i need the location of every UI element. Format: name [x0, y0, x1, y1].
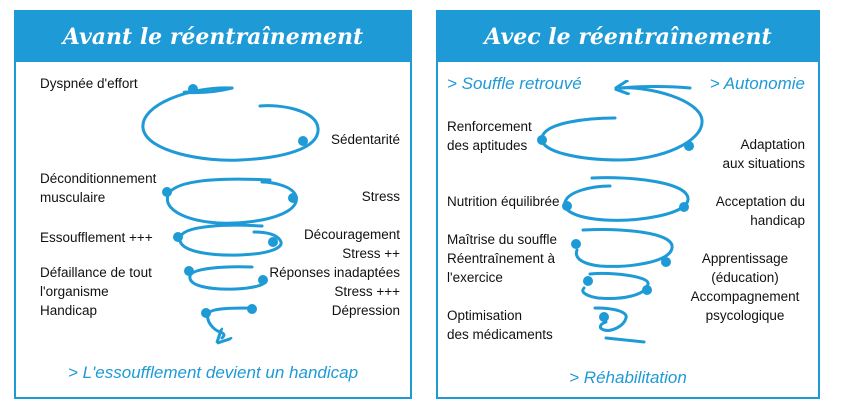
label-optimisation: Optimisation des médicaments — [447, 306, 553, 344]
panel-after: Avec le réentraînement — [436, 10, 820, 399]
label-apprentissage-line1: Apprentissage — [701, 251, 789, 266]
label-autonomie: > Autonomie — [709, 74, 805, 93]
label-stress: Stress — [361, 189, 400, 204]
label-souffle-retrouve: > Souffle retrouvé — [447, 74, 582, 93]
label-reponses: Réponses inadaptées Stress +++ Dépressio… — [269, 263, 400, 320]
label-dyspnee: Dyspnée d'effort — [40, 76, 138, 91]
conclusion-after: > Réhabilitation — [569, 368, 687, 387]
spiral-before-dots — [162, 84, 308, 318]
label-defaillance-line1: Défaillance de tout — [40, 265, 152, 280]
dot-nutrition — [562, 201, 572, 211]
label-exercice: l'exercice — [447, 270, 503, 285]
dot-maitrise — [571, 239, 581, 249]
label-accompagnement: Accompagnement — [690, 289, 800, 304]
spiral-after — [540, 86, 704, 344]
dot-renforcement — [537, 135, 547, 145]
label-depression: Dépression — [331, 303, 400, 318]
dot-stress — [288, 193, 298, 203]
dot-apprentissage — [661, 257, 671, 267]
label-maitrise-line1: Maîtrise du souffle — [447, 232, 558, 247]
label-education: (éducation) — [711, 270, 779, 285]
dot-handicap — [201, 308, 211, 318]
label-renforcement: Renforcement des aptitudes — [447, 117, 532, 155]
label-renforcement-line1: Renforcement — [447, 119, 532, 134]
label-reentrainement: Réentraînement à — [447, 251, 556, 266]
label-nutrition: Nutrition équilibrée — [447, 194, 560, 209]
label-deconditionnement: Déconditionnement musculaire — [40, 169, 156, 207]
label-reponses-line1: Réponses inadaptées — [269, 265, 400, 280]
label-sedentarite: Sédentarité — [330, 132, 400, 147]
dot-adaptation — [684, 141, 694, 151]
label-acceptation-line1: Acceptation du — [715, 194, 805, 209]
dot-reponses — [258, 275, 268, 285]
label-handicap: Handicap — [40, 303, 98, 318]
dot-exercice — [583, 276, 593, 286]
dot-essoufflement — [173, 232, 183, 242]
label-maitrise: Maîtrise du souffle Réentraînement à l'e… — [447, 230, 557, 287]
conclusion-before: > L'essoufflement devient un handicap — [67, 363, 359, 382]
label-decouragement: Découragement Stress ++ — [304, 225, 400, 263]
label-essoufflement: Essoufflement +++ — [40, 230, 153, 245]
spiral-after-path — [540, 86, 704, 344]
dot-dyspnee — [188, 84, 198, 94]
dot-optimisation — [599, 312, 609, 322]
label-acceptation: Acceptation du handicap — [716, 192, 805, 230]
label-defaillance-line2: l'organisme — [40, 284, 109, 299]
panel-title-after: Avec le réentraînement — [438, 12, 818, 62]
dot-acceptation — [679, 202, 689, 212]
label-deconditionnement-line1: Déconditionnement — [40, 171, 157, 186]
label-acceptation-line2: handicap — [750, 213, 805, 228]
dot-decouragement — [268, 237, 278, 247]
dot-defaillance — [184, 266, 194, 276]
spiral-before-path — [141, 86, 320, 338]
label-adaptation: Adaptation aux situations — [722, 135, 805, 173]
label-optimisation-line1: Optimisation — [447, 308, 523, 323]
label-adaptation-line1: Adaptation — [740, 137, 805, 152]
label-deconditionnement-line2: musculaire — [40, 190, 106, 205]
label-defaillance: Défaillance de tout l'organisme Handicap — [40, 263, 152, 320]
dot-sedentarite — [298, 136, 308, 146]
label-stress-plus: Stress ++ — [342, 246, 400, 261]
label-apprentissage: Apprentissage (éducation) Accompagnement… — [685, 249, 805, 325]
dot-depression — [247, 304, 257, 314]
label-psycologique: psycologique — [705, 308, 785, 323]
spiral-after-dots — [537, 135, 694, 322]
panel-title-before: Avant le réentraînement — [16, 12, 410, 62]
label-renforcement-line2: des aptitudes — [447, 138, 528, 153]
label-optimisation-line2: des médicaments — [447, 327, 553, 342]
label-adaptation-line2: aux situations — [722, 156, 805, 171]
dot-accompagnement — [642, 285, 652, 295]
label-stress-plus-plus: Stress +++ — [334, 284, 400, 299]
label-decouragement-line1: Découragement — [303, 227, 400, 242]
dot-deconditionnement — [162, 187, 172, 197]
